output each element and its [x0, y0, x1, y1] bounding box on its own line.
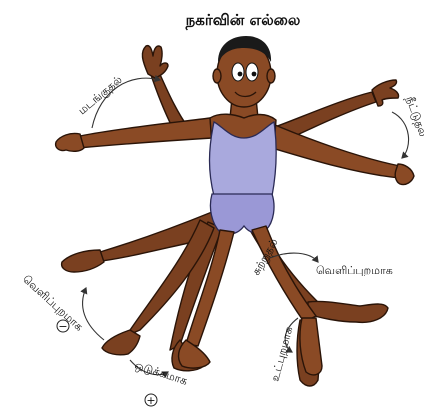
head — [213, 36, 275, 118]
plus-sign-icon: + — [145, 394, 157, 407]
svg-text:+: + — [146, 394, 155, 407]
left-arm — [56, 118, 212, 151]
minus-sign-icon: − — [57, 320, 69, 333]
extension-label: நீட்டுதல் — [403, 95, 424, 139]
abduction-left-label: வெளிப்புறமாக — [20, 273, 86, 334]
diagram-title: நகர்வின் எல்லை — [185, 11, 301, 30]
extension-arrow — [392, 112, 409, 158]
svg-text:−: − — [58, 320, 67, 333]
inward-label: உட்புறமாக — [268, 325, 295, 383]
flexion-label: மடங்குதல் — [76, 73, 126, 119]
torso — [210, 114, 277, 196]
abduction-arrow — [83, 288, 104, 340]
right-arm — [268, 122, 414, 185]
abduction-top-label: வெளிப்புறமாக — [316, 264, 393, 277]
